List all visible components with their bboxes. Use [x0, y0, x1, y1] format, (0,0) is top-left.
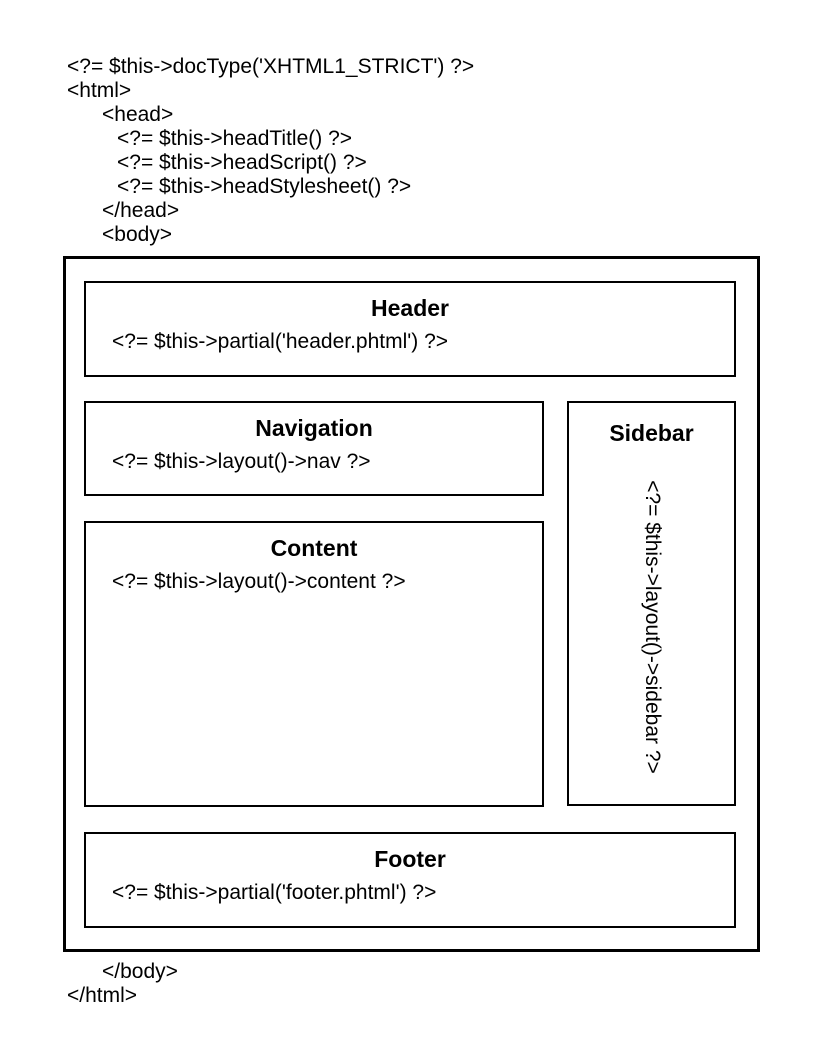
- content-box: Content <?= $this->layout()->content ?>: [84, 521, 544, 807]
- code-line-head-open: <head>: [102, 103, 174, 126]
- header-box-title: Header: [371, 295, 449, 321]
- code-line-head-stylesheet: <?= $this->headStylesheet() ?>: [117, 175, 412, 198]
- bottom-code-block: </body> </html>: [67, 960, 178, 1008]
- footer-box-title: Footer: [374, 846, 446, 872]
- header-box-code: <?= $this->partial('header.phtml') ?>: [112, 330, 449, 353]
- footer-box-code: <?= $this->partial('footer.phtml') ?>: [112, 881, 437, 904]
- top-code-block: <?= $this->docType('XHTML1_STRICT') ?> <…: [67, 55, 474, 247]
- sidebar-box-code: <?= $this->layout()->sidebar ?>: [640, 479, 664, 774]
- code-line-html-open: <html>: [67, 79, 132, 102]
- code-line-doctype: <?= $this->docType('XHTML1_STRICT') ?>: [67, 55, 475, 78]
- sidebar-box: Sidebar <?= $this->layout()->sidebar ?>: [567, 401, 736, 806]
- sidebar-box-title: Sidebar: [609, 420, 694, 446]
- code-line-head-close: </head>: [102, 199, 180, 222]
- navigation-box: Navigation <?= $this->layout()->nav ?>: [84, 401, 544, 496]
- code-line-body-close: </body>: [102, 960, 178, 983]
- code-line-head-title: <?= $this->headTitle() ?>: [117, 127, 353, 150]
- content-box-code: <?= $this->layout()->content ?>: [112, 570, 406, 593]
- footer-box: Footer <?= $this->partial('footer.phtml'…: [84, 832, 736, 928]
- content-box-title: Content: [270, 535, 358, 561]
- code-line-html-close: </html>: [67, 984, 138, 1007]
- navigation-box-code: <?= $this->layout()->nav ?>: [112, 450, 371, 473]
- body-content-frame: Header <?= $this->partial('header.phtml'…: [63, 256, 760, 952]
- sidebar-rotated-text-wrap: <?= $this->layout()->sidebar ?>: [569, 455, 734, 798]
- code-line-body-open: <body>: [102, 223, 173, 246]
- code-line-head-script: <?= $this->headScript() ?>: [117, 151, 367, 174]
- navigation-box-title: Navigation: [255, 415, 373, 441]
- header-box: Header <?= $this->partial('header.phtml'…: [84, 281, 736, 377]
